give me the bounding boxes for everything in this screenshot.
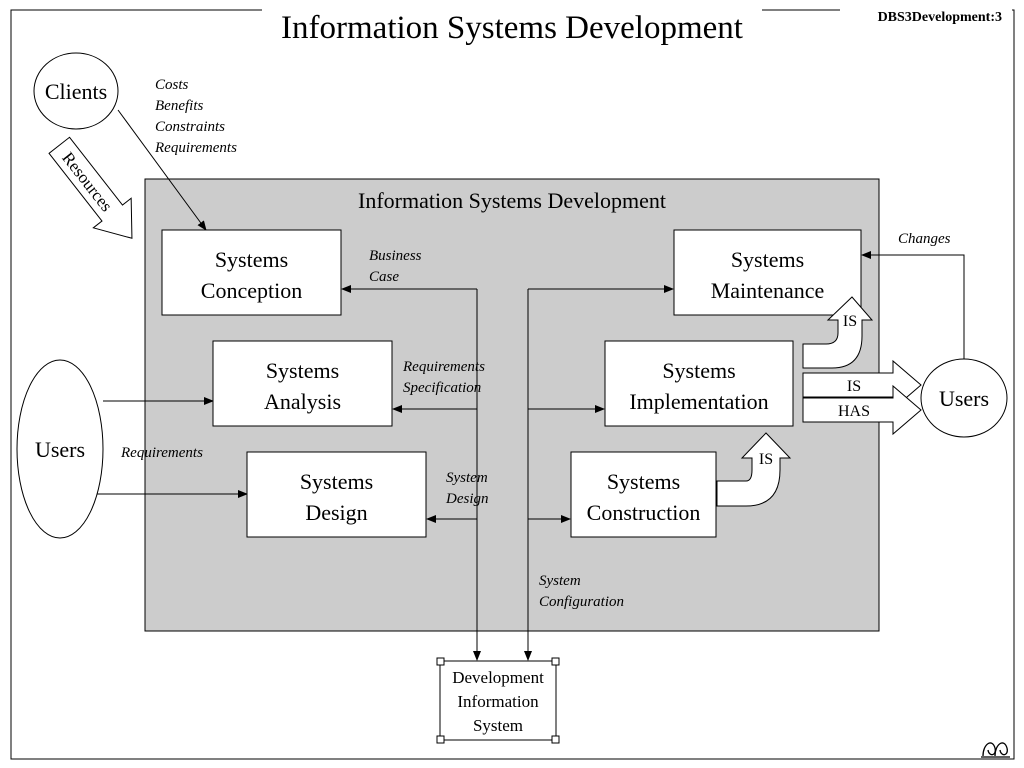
conception-line-1: Systems — [215, 247, 288, 272]
repository-line-1: Development — [452, 668, 544, 687]
req-spec-line-2: Specification — [403, 380, 481, 396]
repository-handle-tr — [551, 657, 560, 666]
systems-conception-box — [161, 229, 342, 316]
client-input-benefits: Benefits — [155, 98, 203, 114]
repository-handle-br — [551, 735, 560, 744]
requirements-label: Requirements — [120, 445, 203, 461]
logo-stroke-1 — [982, 742, 996, 757]
has-delivery-arrow-shape — [802, 384, 922, 436]
is-delivery-arrow: IS — [802, 359, 922, 411]
system-config-line-2: Configuration — [539, 594, 624, 610]
users-left-label: Users — [35, 437, 85, 462]
clients-to-conception-arrow — [117, 109, 207, 231]
system-config-line-1: System — [539, 573, 581, 589]
title-mask — [262, 4, 762, 48]
repository-line-3: System — [473, 716, 523, 735]
construction-is-arrow: IS — [716, 432, 792, 507]
req-spec-line-1: Requirements — [402, 359, 485, 375]
design-line-2: Design — [305, 500, 367, 525]
maintenance-is-label: IS — [843, 313, 857, 330]
client-input-constraints: Constraints — [155, 119, 225, 135]
maintenance-line-2: Maintenance — [711, 278, 825, 303]
repository-box — [439, 660, 557, 741]
slide-id-mask — [840, 6, 1012, 26]
implementation-line-1: Systems — [662, 358, 735, 383]
maintenance-line-1: Systems — [731, 247, 804, 272]
system-design-line-1: System — [446, 470, 488, 486]
system-design-line-2: Design — [445, 491, 489, 507]
construction-line-2: Construction — [587, 500, 701, 525]
users-left-ellipse — [16, 359, 104, 539]
development-information-system: Development Information System — [436, 657, 560, 744]
systems-implementation-box — [604, 340, 794, 427]
repository-handle-tl — [436, 657, 445, 666]
repository-handle-bl — [436, 735, 445, 744]
business-case-line-1: Business — [369, 248, 422, 264]
implementation-is-arrow-shape — [802, 296, 874, 369]
is-delivery-arrow-shape — [802, 359, 922, 411]
systems-maintenance-box — [673, 229, 862, 316]
changes-arrow — [861, 251, 965, 359]
analysis-line-1: Systems — [266, 358, 339, 383]
client-input-requirements: Requirements — [154, 140, 237, 156]
conception-line-2: Conception — [201, 278, 302, 303]
resources-label: Resources — [58, 148, 116, 215]
has-delivery-label: HAS — [838, 403, 870, 420]
construction-line-1: Systems — [607, 469, 680, 494]
systems-construction-box — [570, 451, 717, 538]
analysis-line-2: Analysis — [264, 389, 341, 414]
is-delivery-label: IS — [847, 378, 861, 395]
page-title: Information Systems Development — [281, 10, 743, 46]
changes-label: Changes — [898, 231, 951, 247]
resources-arrow-shape — [48, 136, 133, 239]
clients-label: Clients — [45, 79, 107, 104]
slide-id: DBS3Development:3 — [878, 10, 1002, 25]
panel-title: Information Systems Development — [358, 188, 666, 213]
repository-line-2: Information — [457, 692, 539, 711]
systems-analysis-box — [212, 340, 393, 427]
business-case-line-2: Case — [369, 269, 399, 285]
design-line-1: Systems — [300, 469, 373, 494]
client-input-costs: Costs — [155, 77, 189, 93]
construction-is-arrow-shape — [716, 432, 792, 507]
systems-design-box — [246, 451, 427, 538]
resources-arrow: Resources — [48, 136, 133, 239]
logo-stroke-2 — [994, 742, 1008, 757]
implementation-line-2: Implementation — [629, 389, 768, 414]
users-right-label: Users — [939, 386, 989, 411]
implementation-is-arrow: IS — [802, 296, 874, 369]
has-delivery-arrow: HAS — [802, 384, 922, 436]
logo-icon — [981, 742, 1010, 758]
construction-is-label: IS — [759, 451, 773, 468]
clients-ellipse — [33, 52, 119, 130]
